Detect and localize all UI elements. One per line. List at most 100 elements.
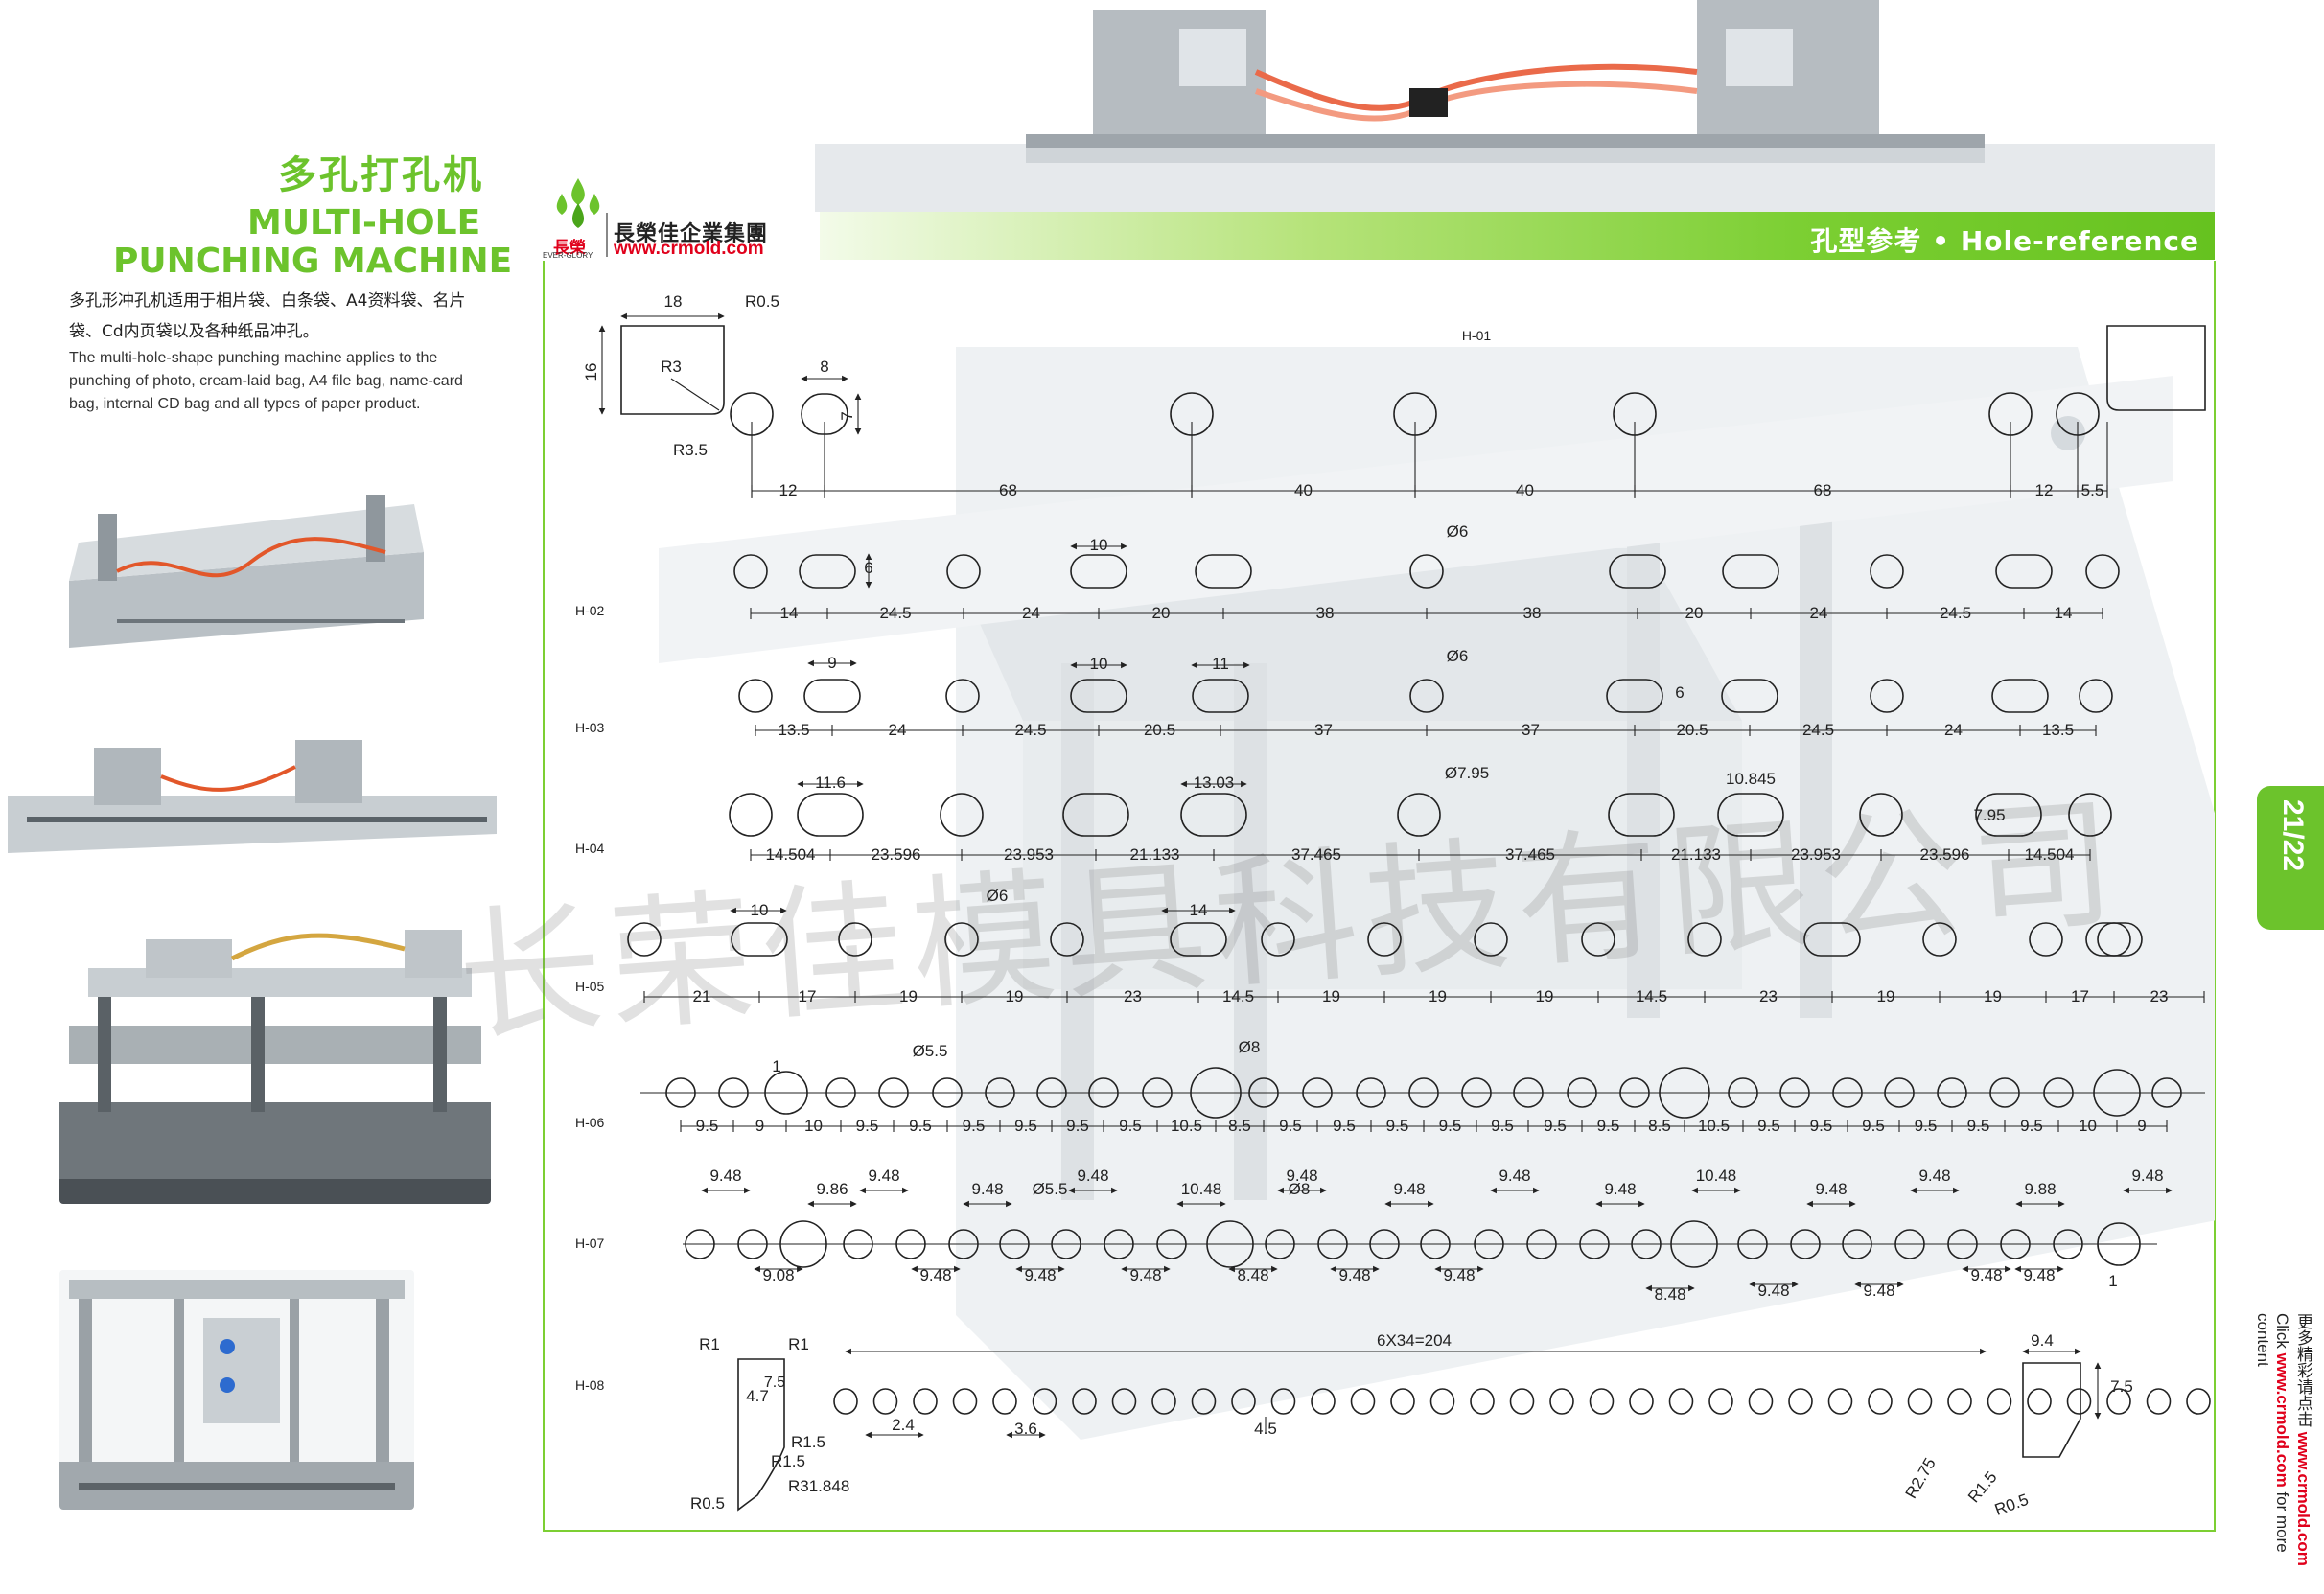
dimension-label: 9.48: [1393, 1180, 1425, 1198]
punch-tooth-oval: [1270, 1388, 1296, 1415]
dimension-label: 6: [864, 559, 872, 577]
side-note-url-cn[interactable]: www.crmold.com: [2294, 1431, 2312, 1566]
dimension-label: 9.5: [1386, 1117, 1409, 1135]
dimension-label: 1: [2108, 1272, 2117, 1290]
dimension-label: 21.133: [1671, 845, 1721, 864]
hole-slot: [1609, 554, 1666, 589]
dimension-label: 9.5: [909, 1117, 932, 1135]
punch-tooth-oval: [1589, 1388, 1615, 1415]
dimension-label: 9.48: [1077, 1167, 1108, 1185]
dimension-label: 24: [889, 721, 907, 739]
dimension-label: 9.5: [1066, 1117, 1089, 1135]
dimension-label: R0.5: [690, 1494, 725, 1513]
product-title-en-2: PUNCHING MACHINE: [113, 242, 513, 281]
corner-shape: [620, 325, 725, 415]
dimension-label: 9.48: [1604, 1180, 1636, 1198]
punch-tooth-oval: [872, 1388, 898, 1415]
dimension-label: R1: [699, 1335, 720, 1353]
dimension-label: 7: [838, 411, 856, 420]
punch-tooth-oval: [1868, 1388, 1893, 1415]
dimension-label: R31.848: [788, 1477, 849, 1495]
dimension-label: 8: [820, 358, 828, 376]
dimension-label: 9.48: [1129, 1266, 1161, 1284]
dimension-label: 9.5: [2020, 1117, 2043, 1135]
dimension-label: 14: [780, 604, 799, 622]
dimension-label: 2.4: [892, 1416, 915, 1434]
hole-slot: [1995, 554, 2053, 589]
hole-circle: [2068, 793, 2112, 837]
dimension-label: 24: [1810, 604, 1828, 622]
dimension-label: 19: [1322, 987, 1340, 1005]
punch-tooth-oval: [1111, 1388, 1137, 1415]
dimension-label: 14: [1190, 901, 1208, 919]
hole-circle: [627, 922, 662, 957]
logo-mark: 長榮: [553, 239, 586, 258]
dimension-label: 7.95: [1973, 806, 2005, 824]
dimension-label: 14.5: [1222, 987, 1254, 1005]
dimension-label: 9.48: [1757, 1282, 1789, 1300]
dimension-label: 8.5: [1228, 1117, 1251, 1135]
punch-tooth-oval: [2066, 1388, 2092, 1415]
side-note-en-suffix: for more content: [2254, 1313, 2291, 1553]
dimension-label: 9.5: [696, 1117, 719, 1135]
side-note-en-prefix: Click: [2273, 1313, 2291, 1349]
hole-circle: [1367, 922, 1402, 957]
side-note-url-en[interactable]: www.crmold.com: [2273, 1352, 2291, 1488]
hole-slot: [1803, 922, 1861, 957]
punch-tooth-oval: [1429, 1388, 1455, 1415]
dimension-label: R2.75: [1902, 1455, 1940, 1502]
dimension-label: 3.6: [1014, 1420, 1037, 1438]
dimension-label: 23.953: [1004, 845, 1054, 864]
dimension-label: 24.5: [1014, 721, 1046, 739]
punch-tooth-left: [737, 1358, 785, 1512]
dimension-label: 9.48: [1499, 1167, 1530, 1185]
dimension-label: 9.48: [1918, 1167, 1950, 1185]
punch-tooth-oval: [1151, 1388, 1176, 1415]
dimension-label: R1.5: [771, 1452, 805, 1470]
hole-circle: [2029, 922, 2063, 957]
dimension-label: 5.5: [2081, 481, 2104, 499]
hole-circle: [729, 793, 773, 837]
logo-divider: [606, 213, 608, 257]
dimension-label: 23.596: [1920, 845, 1970, 864]
dimension-label: 9.48: [709, 1167, 741, 1185]
dimension-label: Ø8: [1289, 1180, 1311, 1198]
hole-slot: [731, 922, 788, 957]
dimension-label: 10.5: [1698, 1117, 1730, 1135]
dimension-label: 8.5: [1648, 1117, 1671, 1135]
dimension-label: 9.5: [1333, 1117, 1356, 1135]
dimension-label: 9.5: [1439, 1117, 1462, 1135]
dimension-label: R1.5: [791, 1433, 825, 1451]
dimension-label: 9.48: [1443, 1266, 1475, 1284]
hole-slot: [1180, 793, 1247, 837]
punch-tooth-oval: [1549, 1388, 1574, 1415]
dimension-label: 9: [2137, 1117, 2146, 1135]
dimension-label: 9.5: [1862, 1117, 1885, 1135]
dimension-label: 9.5: [1119, 1117, 1142, 1135]
side-note: 更多精彩请点击 www.crmold.com Click www.crmold.…: [2253, 1313, 2315, 1594]
logo-url-link[interactable]: www.crmold.com: [614, 239, 764, 259]
dimension-label: 68: [999, 481, 1017, 499]
dimension-label: 9.88: [2024, 1180, 2056, 1198]
punch-tooth-oval: [2146, 1388, 2172, 1415]
punch-tooth-oval: [913, 1388, 938, 1415]
dimension-label: 7.5: [2110, 1377, 2133, 1396]
dimension-label: 10.845: [1726, 770, 1776, 788]
dimension-label: R3: [661, 358, 682, 376]
dimension-label: 10.48: [1181, 1180, 1222, 1198]
dimension-label: 9.48: [1286, 1167, 1317, 1185]
logo-drops-icon: [556, 178, 600, 228]
dimension-label: 23: [1759, 987, 1778, 1005]
dimension-label: 13.03: [1194, 774, 1235, 792]
punch-tooth-oval: [1947, 1388, 1972, 1415]
dimension-label: 8.48: [1237, 1266, 1268, 1284]
logo-subtitle: EVER-GLORY: [543, 251, 593, 260]
corner-shape-right: [2106, 325, 2206, 411]
hole-circle: [2097, 922, 2131, 957]
dimension-label: 20.5: [1676, 721, 1708, 739]
punch-tooth-right: [2022, 1362, 2081, 1458]
dimension-label: Ø5.5: [1033, 1180, 1068, 1198]
hole-circle: [1409, 679, 1444, 713]
punch-tooth-oval: [1788, 1388, 1813, 1415]
